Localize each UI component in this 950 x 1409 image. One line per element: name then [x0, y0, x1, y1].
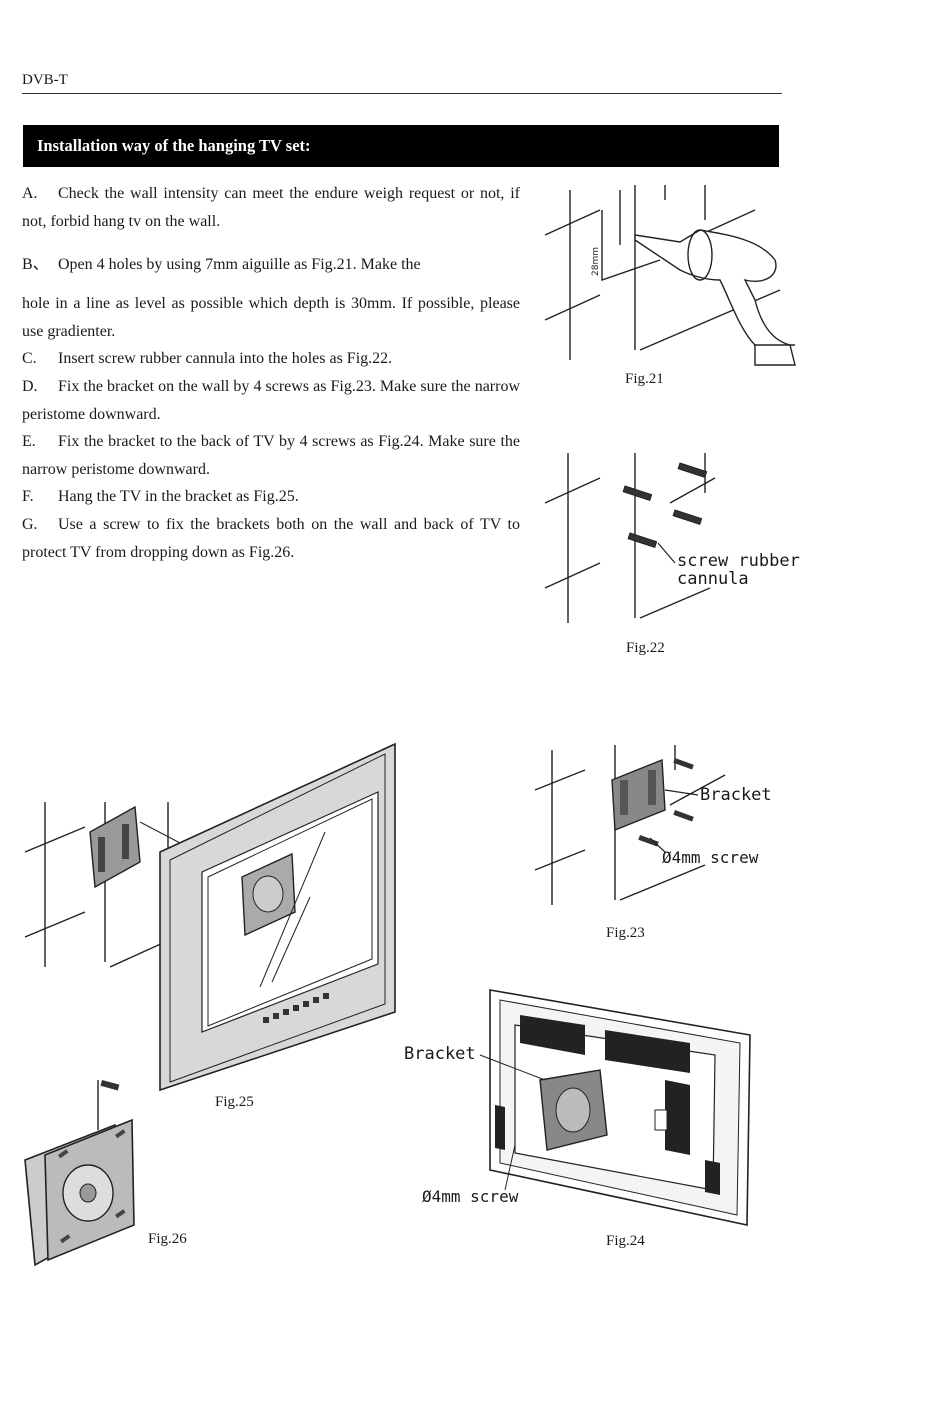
- step-text: Fix the bracket on the wall by 4 screws …: [22, 378, 520, 423]
- step-text: Open 4 holes by using 7mm aiguille as Fi…: [58, 256, 421, 273]
- step-d: D.Fix the bracket on the wall by 4 screw…: [22, 373, 520, 428]
- header-rule: [22, 93, 782, 94]
- fig26-caption: Fig.26: [148, 1231, 187, 1247]
- fig23-bracket-label: Bracket: [700, 785, 772, 805]
- fig23-caption: Fig.23: [606, 925, 645, 941]
- fig25-caption: Fig.25: [215, 1094, 254, 1110]
- fig23-screw-label: Ø4mm screw: [662, 848, 759, 867]
- fig24-screw-label: Ø4mm screw: [422, 1187, 519, 1206]
- step-letter: B、: [22, 256, 49, 273]
- step-text: hole in a line as level as possible whic…: [22, 295, 520, 340]
- step-b: B、 Open 4 holes by using 7mm aiguille as …: [22, 251, 520, 279]
- fig24-bracket-label: Bracket: [404, 1044, 476, 1064]
- section-title: Installation way of the hanging TV set:: [23, 125, 779, 167]
- fig24-caption: Fig.24: [606, 1233, 645, 1249]
- fig22-cannula-illustration: [544, 453, 716, 623]
- fig24-tv-back-illustration: [479, 989, 751, 1226]
- fig22-callout: screw rubber cannula: [677, 551, 800, 589]
- step-text: Fix the bracket to the back of TV by 4 s…: [22, 433, 520, 478]
- running-header: DVB-T: [22, 72, 68, 88]
- step-letter: D.: [22, 378, 38, 395]
- step-c: C. Insert screw rubber cannula into the h…: [22, 345, 520, 373]
- step-e: E.Fix the bracket to the back of TV by 4…: [22, 428, 520, 483]
- step-letter: F.: [22, 488, 34, 505]
- fig21-drill-illustration: 28mm: [544, 185, 796, 366]
- step-letter: A.: [22, 185, 38, 202]
- step-letter: C.: [22, 350, 37, 367]
- step-letter: G.: [22, 516, 38, 533]
- fig26-bracket-screw-illustration: [24, 1080, 135, 1267]
- step-text: Insert screw rubber cannula into the hol…: [58, 350, 393, 367]
- step-a: A.Check the wall intensity can meet the …: [22, 180, 520, 235]
- fig23-wall-bracket-illustration: [534, 745, 726, 905]
- step-b-continued: hole in a line as level as possible whic…: [22, 290, 520, 345]
- step-g: G.Use a screw to fix the brackets both o…: [22, 511, 520, 566]
- fig25-tv-hanging-illustration: [24, 742, 396, 1092]
- fig21-caption: Fig.21: [625, 371, 664, 387]
- step-text: Hang the TV in the bracket as Fig.25.: [58, 488, 299, 505]
- fig22-caption: Fig.22: [626, 640, 665, 656]
- fig21-dimension-label: 28mm: [591, 247, 601, 276]
- step-text: Use a screw to fix the brackets both on …: [22, 516, 520, 561]
- step-letter: E.: [22, 433, 36, 450]
- step-text: Check the wall intensity can meet the en…: [22, 185, 520, 230]
- step-f: F. Hang the TV in the bracket as Fig.25.: [22, 483, 520, 511]
